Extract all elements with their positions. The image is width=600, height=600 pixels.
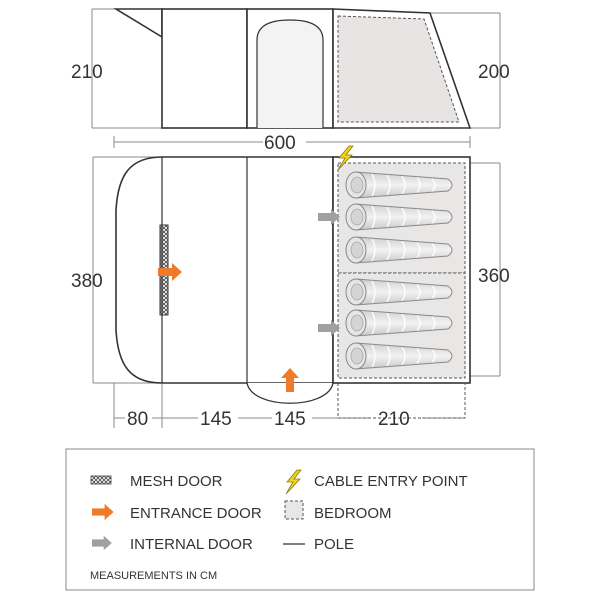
sleeping-bag [345,236,453,264]
dim-side-height-right: 200 [478,62,510,83]
legend-entrance-door: ENTRANCE DOOR [130,505,262,522]
plan-dimension-lines [92,156,501,428]
sleeping-bag [345,278,453,306]
dashed-square-legend-icon [284,500,304,520]
dim-seg-living-1: 145 [200,409,232,430]
dim-seg-porch: 80 [127,409,148,430]
lightning-bolt-legend-icon [285,469,302,495]
mesh-door-legend-icon [90,475,112,485]
sleeping-bag [345,342,453,370]
legend-internal-door: INTERNAL DOOR [130,536,253,553]
sleeping-bag [345,309,453,337]
dim-seg-living-2: 145 [274,409,306,430]
side-dimension-lines [91,8,501,148]
dim-seg-bedroom: 210 [378,409,410,430]
plan-entrance-bay [246,382,334,404]
legend-cable-entry: CABLE ENTRY POINT [314,473,468,490]
cable-entry-bolt-icon [337,145,354,171]
side-bedroom-window [337,15,460,123]
sleeping-bag [345,203,453,231]
side-elevation: 210 200 600 [71,8,510,154]
dim-plan-depth-left: 380 [71,271,103,292]
dim-side-height-left: 210 [71,62,103,83]
plan-view: 380 360 80 145 145 210 [71,145,510,430]
sleeping-bag [345,171,453,199]
side-arched-door [256,19,324,128]
legend-bedroom: BEDROOM [314,505,392,522]
legend-mesh-door: MESH DOOR [130,473,223,490]
legend-box: MESH DOOR ENTRANCE DOOR INTERNAL DOOR CA… [65,448,535,591]
side-porch-panel [113,8,163,39]
dim-plan-depth-right: 360 [478,266,510,287]
legend-pole: POLE [314,536,354,553]
plan-outer-footprint [115,156,334,384]
side-living-panel [161,8,248,129]
sleeping-bags [345,171,453,370]
legend-measurements-note: MEASUREMENTS IN CM [90,570,217,582]
dim-total-length: 600 [264,133,296,154]
